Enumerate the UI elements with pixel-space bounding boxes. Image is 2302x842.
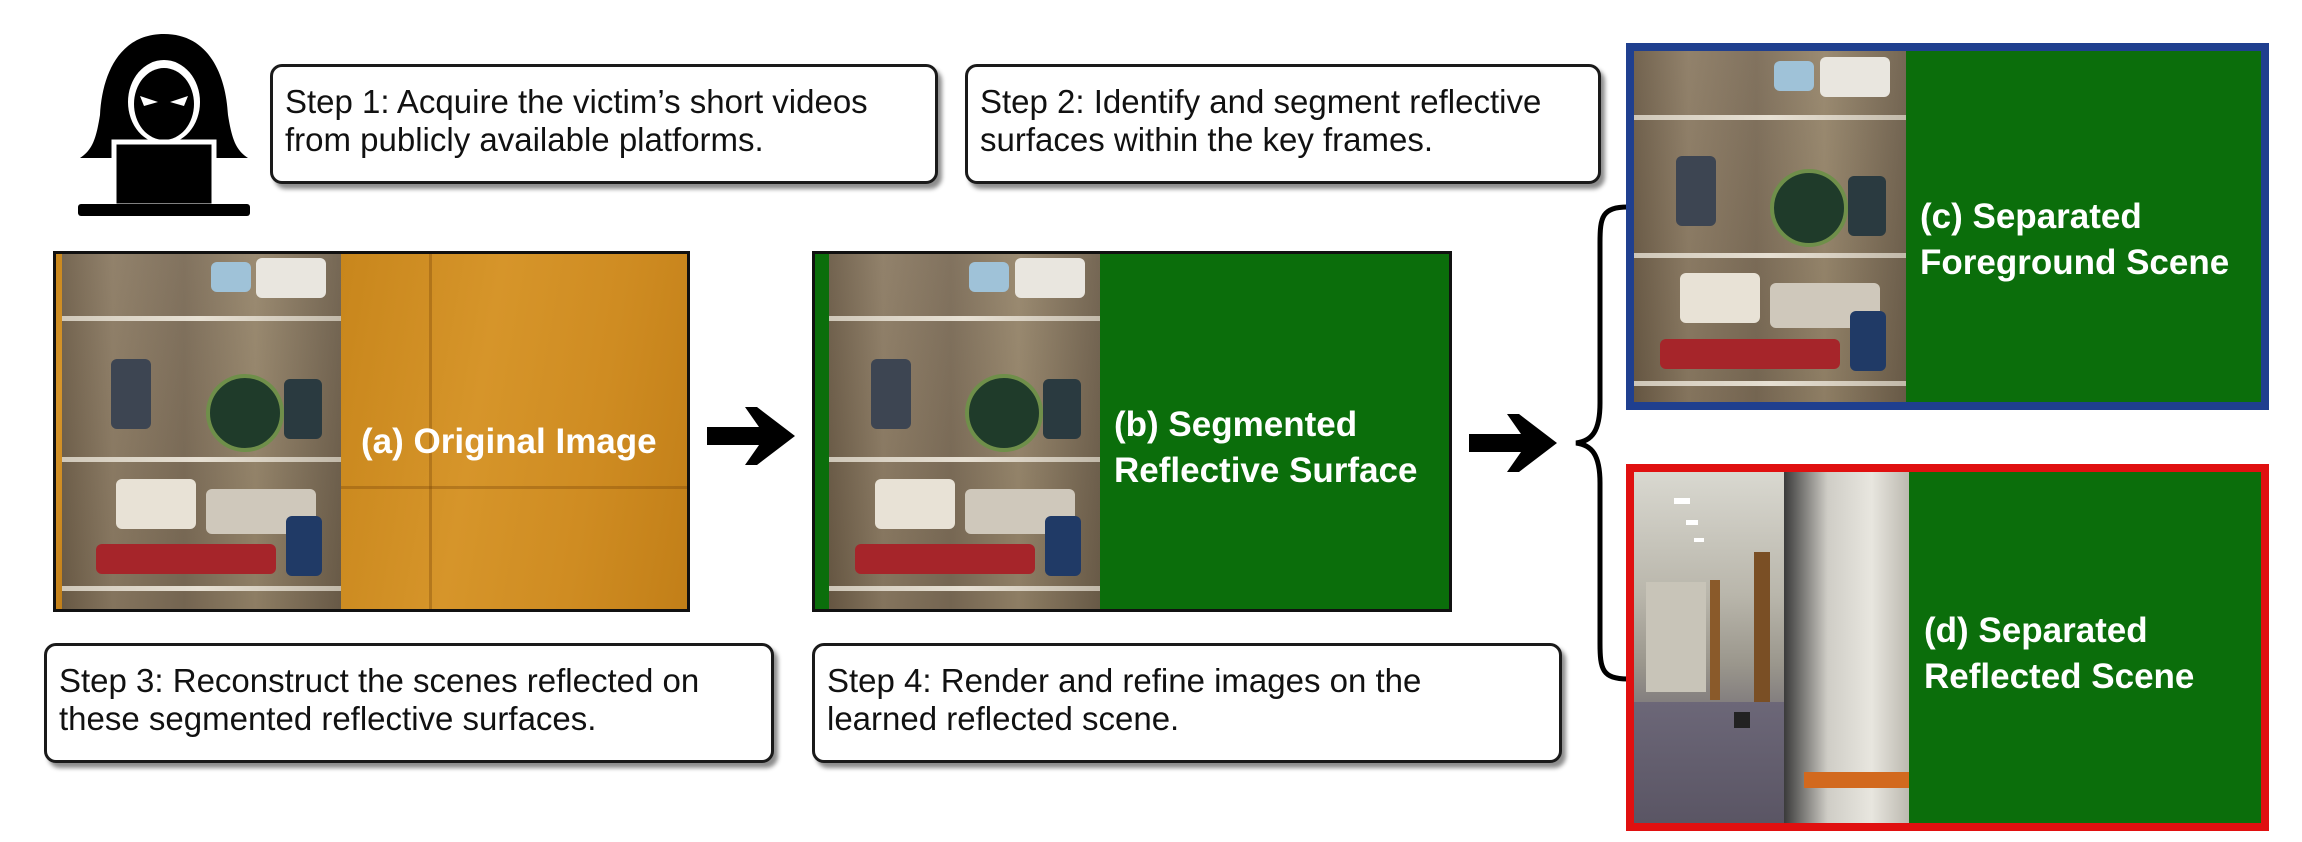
step3-box: Step 3: Reconstruct the scenes reflected…	[44, 643, 774, 763]
hacker-icon	[74, 30, 254, 220]
display-cabinet	[829, 254, 1100, 609]
corridor-scene	[1634, 472, 1909, 823]
curly-brace-icon	[1572, 203, 1632, 683]
original-image-panel: (a) Original Image	[53, 251, 690, 612]
right-arrow-icon	[707, 403, 797, 469]
panel-d-label: (d) Separated Reflected Scene	[1924, 611, 2195, 696]
panel-a-label: (a) Original Image	[361, 422, 657, 461]
segmented-surface-panel: (b) Segmented Reflective Surface	[812, 251, 1452, 612]
step1-box: Step 1: Acquire the victim’s short video…	[270, 64, 938, 184]
panel-b-label: (b) Segmented Reflective Surface	[1114, 405, 1418, 490]
wooden-wall	[341, 254, 687, 609]
display-cabinet	[1634, 51, 1906, 402]
step3-text-line2: these segmented reflective surfaces.	[59, 700, 597, 737]
step3-text-line1: Step 3: Reconstruct the scenes reflected…	[59, 662, 700, 699]
right-arrow-icon	[1469, 410, 1559, 476]
step2-box: Step 2: Identify and segment reflective …	[965, 64, 1601, 184]
panel-c-label: (c) Separated Foreground Scene	[1920, 197, 2230, 282]
step4-text-line2: learned reflected scene.	[827, 700, 1180, 737]
step4-box: Step 4: Render and refine images on the …	[812, 643, 1562, 763]
display-cabinet	[56, 254, 341, 609]
step4-text-line1: Step 4: Render and refine images on the	[827, 662, 1422, 699]
step1-text-line2: from publicly available platforms.	[285, 121, 764, 158]
reflected-scene-panel: (d) Separated Reflected Scene	[1626, 464, 2269, 831]
step2-text-line1: Step 2: Identify and segment reflective	[980, 83, 1542, 120]
step1-text-line1: Step 1: Acquire the victim’s short video…	[285, 83, 868, 120]
step2-text-line2: surfaces within the key frames.	[980, 121, 1434, 158]
foreground-scene-panel: (c) Separated Foreground Scene	[1626, 43, 2269, 410]
